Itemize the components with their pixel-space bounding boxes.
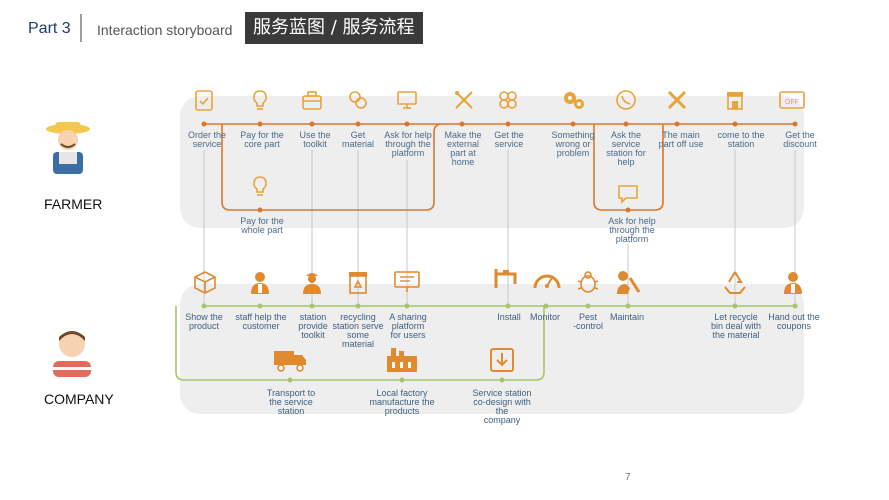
svg-text:OFF: OFF [785, 99, 799, 106]
recycle-bin-icon [349, 272, 367, 294]
chat-icon [618, 185, 638, 204]
farmer-step-label: The main part off use [658, 130, 704, 149]
farmer-step-label: Ask the service station for help [606, 130, 646, 167]
company-step-label: staff help the customer [235, 312, 287, 331]
company-step-label: Monitor [529, 312, 560, 322]
company-nodes [201, 303, 798, 383]
tools-icon [455, 91, 473, 109]
factory-icon [387, 348, 417, 372]
farmer-step-label: Something wrong or problem [551, 130, 595, 158]
company-step-label: A sharing platform for users [389, 312, 427, 340]
staff-icon [784, 272, 802, 294]
coupon-icon: OFF [779, 91, 805, 109]
monitor-icon [394, 271, 420, 292]
box-icon [194, 271, 216, 294]
farmer-step-label: Ask for help through the platform [384, 130, 432, 158]
bug-icon [577, 271, 599, 293]
farmer-step-label: Get the service [494, 130, 524, 149]
header-divider [80, 14, 82, 42]
farmer-step-label: Order the service [187, 130, 227, 149]
worker-icon [303, 273, 321, 294]
company-substep-label: Service station co-design with the compa… [472, 388, 532, 425]
faucet-icon [494, 269, 517, 288]
coins-icon [349, 91, 367, 109]
shop-icon [727, 92, 743, 110]
gauge-icon [533, 274, 561, 289]
farmer-substep-label: Ask for help through the platform [608, 216, 656, 244]
farmer-avatar [46, 122, 90, 174]
company-substep-label: Local factory manufacture the products [369, 388, 435, 416]
company-journey-line [175, 305, 796, 381]
farmer-nodes [201, 121, 798, 213]
company-step-label: Pest -control [572, 312, 603, 331]
company-substep-label: Transport to the service station [266, 388, 316, 416]
company-step-label: recycling station serve some material [332, 312, 384, 349]
page-title: 服务蓝图 / 服务流程 [245, 12, 423, 44]
repair-icon [617, 271, 641, 294]
farmer-step-label: come to the station [717, 130, 765, 149]
company-avatar [53, 331, 91, 377]
farmer-step-label: Make the external part at home [444, 130, 482, 167]
page-number: 7 [625, 472, 631, 483]
clipboard-check-icon [195, 90, 213, 111]
recycle-icon [724, 271, 746, 294]
company-step-label: Install [497, 312, 521, 322]
toolbox-icon [302, 91, 322, 110]
farmer-step-label: Pay for the core part [240, 130, 284, 149]
farmer-label: FARMER [44, 196, 103, 212]
farmer-step-label: Use the toolkit [299, 130, 331, 149]
monitor-icon [397, 91, 417, 109]
staff-icon [251, 272, 269, 294]
download-box-icon [490, 348, 514, 372]
farmer-substep-label: Pay for the whole part [240, 216, 284, 235]
bulb-icon [253, 90, 267, 110]
company-step-label: Let recycle bin deal with the material [710, 312, 762, 340]
cross-icon [667, 90, 687, 110]
company-step-label: Show the product [185, 312, 223, 331]
gear-icon [564, 92, 584, 109]
company-step-label: station provide toolkit [298, 312, 328, 340]
truck-icon [274, 351, 306, 372]
company-label: COMPANY [44, 391, 114, 407]
bulb-icon [253, 176, 267, 196]
slide-header: Part 3 Interaction storyboard 服务蓝图 / 服务流… [0, 0, 889, 60]
header-subtitle: Interaction storyboard [97, 22, 233, 38]
farmer-lane-band [180, 96, 804, 228]
clover-icon [499, 91, 517, 109]
part-label: Part 3 [28, 20, 71, 37]
phone-icon [616, 90, 636, 110]
company-step-label: Maintain [609, 312, 645, 322]
farmer-step-label: Get material [341, 130, 374, 149]
company-step-label: Hand out the coupons [768, 312, 820, 331]
farmer-step-label: Get the discount [783, 130, 817, 149]
